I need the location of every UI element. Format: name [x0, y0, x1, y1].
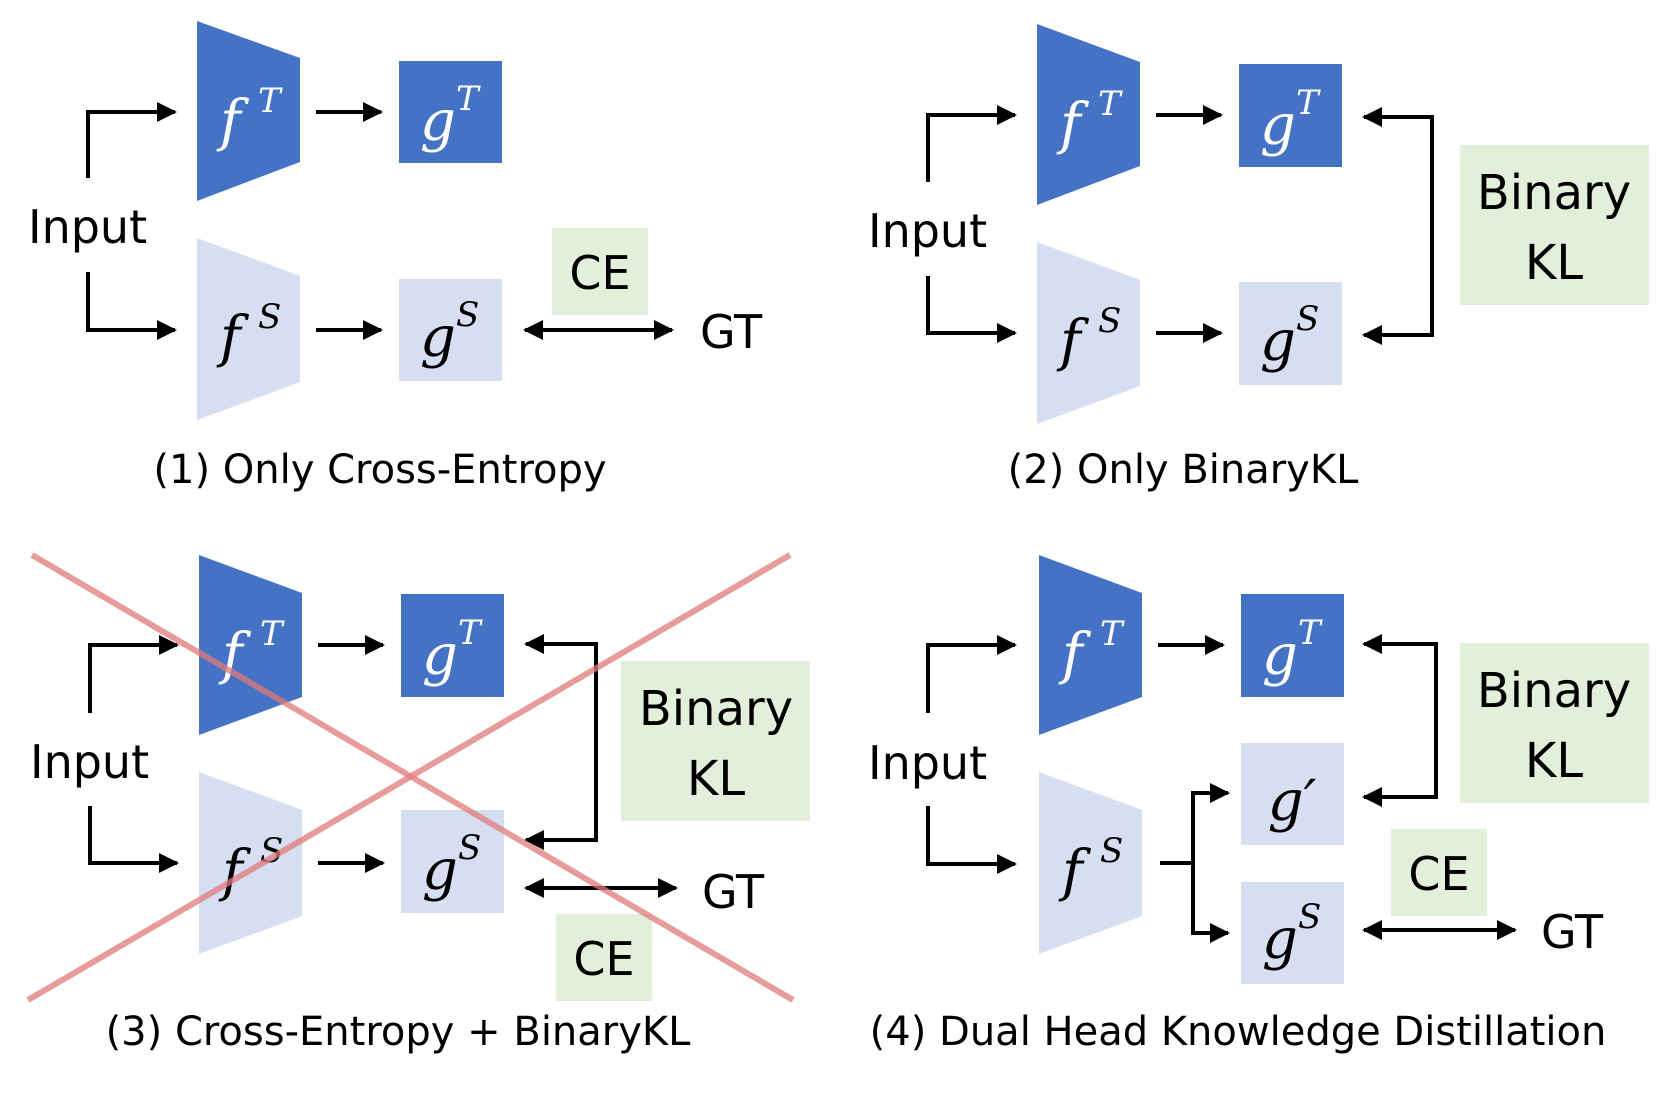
kl-label: KL [1525, 733, 1583, 789]
input-to-teacher-arrow [86, 102, 177, 178]
input-to-student-arrow [926, 806, 1017, 874]
teacher-head-label: g [422, 623, 458, 688]
input-to-teacher-arrow [88, 635, 179, 713]
binary-label: Binary [1477, 663, 1631, 719]
panel-cross-entropy-plus-binarykl: Input f T g T f S g S Binary KL GT CE (3… [26, 552, 810, 1055]
binarykl-bracket-arrow [1362, 634, 1438, 807]
kl-label: KL [687, 751, 745, 807]
aux-head-label: g′ [1268, 769, 1317, 834]
teacher-head [401, 594, 504, 697]
kl-label: KL [1525, 235, 1583, 291]
teacher-encoder [197, 21, 300, 201]
student-head [1239, 282, 1342, 385]
student-encoder [1037, 242, 1140, 424]
binarykl-bracket-arrow [524, 634, 598, 850]
teacher-head-label: g [1260, 93, 1296, 158]
binary-label: Binary [639, 681, 793, 737]
student-head [1241, 882, 1344, 984]
teacher-encoder [1037, 24, 1140, 205]
input-label: Input [30, 735, 149, 789]
teacher-head-label: g [420, 89, 456, 154]
teacher-head [1239, 64, 1342, 167]
input-to-student-arrow [926, 276, 1017, 343]
input-label: Input [28, 200, 147, 254]
binarykl-loss-box [621, 661, 810, 821]
student-head-superscript: S [1296, 299, 1319, 339]
ce-loss-box [1391, 829, 1487, 916]
gt-label: GT [700, 305, 763, 359]
student-head-superscript: S [1298, 897, 1321, 937]
panel-only-binarykl: Input f T g T f S g S Binary KL (2) Only… [868, 24, 1649, 493]
teacher-head-label: g [1262, 623, 1298, 688]
student-encoder [197, 238, 300, 420]
student-encoder [1039, 772, 1142, 954]
gt-label: GT [702, 865, 765, 919]
student-head-label: g [422, 838, 458, 903]
ce-label: CE [569, 246, 630, 300]
teacher-head-superscript: T [458, 613, 483, 653]
teacher-feature-superscript: T [1098, 84, 1123, 124]
panel-caption: (3) Cross-Entropy + BinaryKL [106, 1009, 692, 1055]
student-head-label: g [1262, 907, 1298, 972]
student-head [399, 279, 502, 381]
teacher-encoder [199, 555, 302, 735]
gt-label: GT [1541, 905, 1604, 959]
input-to-student-arrow [86, 272, 177, 340]
student-feature-superscript: S [1098, 301, 1121, 341]
binarykl-bracket-arrow [1362, 107, 1434, 345]
teacher-feature-superscript: T [258, 81, 283, 121]
panel-caption: (1) Only Cross-Entropy [153, 447, 606, 493]
panel-only-cross-entropy: Input f T g T f S g S CE GT (1) Only Cro… [28, 21, 763, 493]
teacher-head [399, 61, 502, 163]
teacher-feature-superscript: T [1100, 614, 1125, 654]
panel-dual-head-knowledge-distillation: Input f T g T f S g′ g S Binary KL CE GT… [868, 555, 1649, 1055]
panel-caption: (2) Only BinaryKL [1008, 447, 1359, 493]
student-feature-superscript: S [258, 297, 281, 337]
panel-caption: (4) Dual Head Knowledge Distillation [870, 1009, 1607, 1055]
student-head [401, 810, 504, 913]
teacher-feature-superscript: T [260, 614, 285, 654]
teacher-head [1241, 594, 1344, 697]
binarykl-loss-box [1460, 145, 1649, 305]
binarykl-loss-box [1460, 643, 1649, 803]
teacher-head-superscript: T [1296, 83, 1321, 123]
ce-label: CE [1408, 847, 1469, 901]
student-feature-superscript: S [1100, 831, 1123, 871]
ce-loss-box [552, 228, 648, 315]
teacher-head-superscript: T [1298, 613, 1323, 653]
aux-head [1241, 743, 1344, 845]
student-encoder [199, 772, 302, 954]
student-head-superscript: S [458, 828, 481, 868]
student-head-label: g [420, 305, 456, 370]
input-label: Input [868, 204, 987, 258]
input-label: Input [868, 736, 987, 790]
student-head-superscript: S [456, 295, 479, 335]
split-to-student-head-arrow [1191, 863, 1230, 943]
binary-label: Binary [1477, 165, 1631, 221]
cross-out-line [26, 552, 792, 1003]
input-to-teacher-arrow [926, 635, 1017, 713]
teacher-encoder [1039, 555, 1142, 735]
ce-loss-box [556, 914, 652, 1001]
teacher-head-superscript: T [456, 79, 481, 119]
split-to-aux-head-arrow [1191, 783, 1230, 863]
student-head-label: g [1260, 309, 1296, 374]
ce-label: CE [573, 932, 634, 986]
input-to-student-arrow [88, 806, 179, 873]
input-to-teacher-arrow [926, 105, 1017, 182]
